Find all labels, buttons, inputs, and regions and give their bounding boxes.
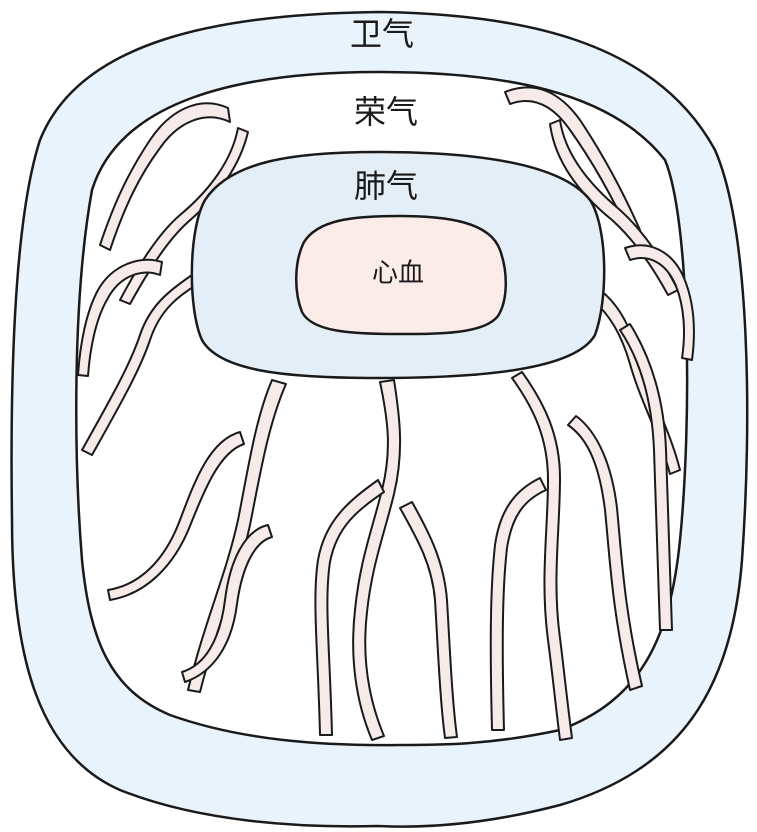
core xyxy=(294,214,508,336)
third-layer-label: 肺气 xyxy=(354,167,418,205)
vessel xyxy=(99,102,231,251)
vessel xyxy=(489,477,547,731)
vessel xyxy=(314,479,385,736)
vessel xyxy=(107,431,245,601)
vessel xyxy=(624,244,695,361)
core-label: 心血 xyxy=(372,259,424,289)
vessel xyxy=(619,323,673,631)
vessel xyxy=(511,371,573,741)
vessel xyxy=(399,501,458,739)
vessel xyxy=(187,379,287,693)
vessel xyxy=(181,524,273,683)
vessel-network xyxy=(77,86,695,741)
vessel xyxy=(567,415,643,691)
outer-layer-label: 卫气 xyxy=(350,15,414,53)
vessel xyxy=(77,258,163,377)
second-layer-label: 荣气 xyxy=(354,93,418,131)
vessel xyxy=(81,274,199,456)
